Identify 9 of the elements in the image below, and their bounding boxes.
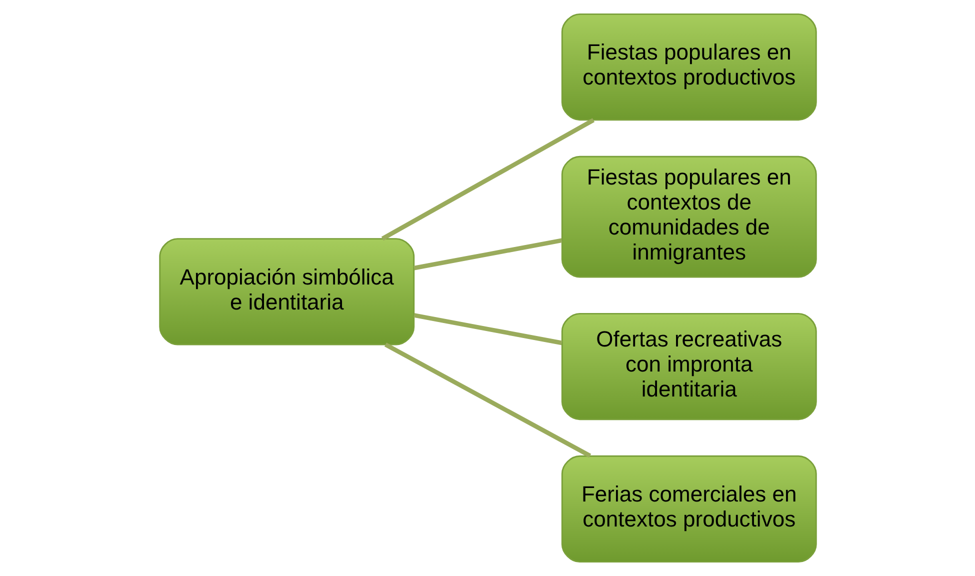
connector <box>384 342 591 458</box>
node-box: Ofertas recreativas con impronta identitaria <box>560 312 816 420</box>
connector <box>380 118 594 241</box>
node-box: Fiestas populares en contextos de comunidades de inmigrantes <box>560 156 816 278</box>
connector <box>413 313 562 346</box>
connector <box>413 238 562 270</box>
node-box: Ferias comerciales en contextos productivos <box>560 455 816 563</box>
node-box: Fiestas populares en contextos productivos <box>560 13 816 121</box>
node-box: Apropiación simbólica e identitaria <box>158 238 414 346</box>
